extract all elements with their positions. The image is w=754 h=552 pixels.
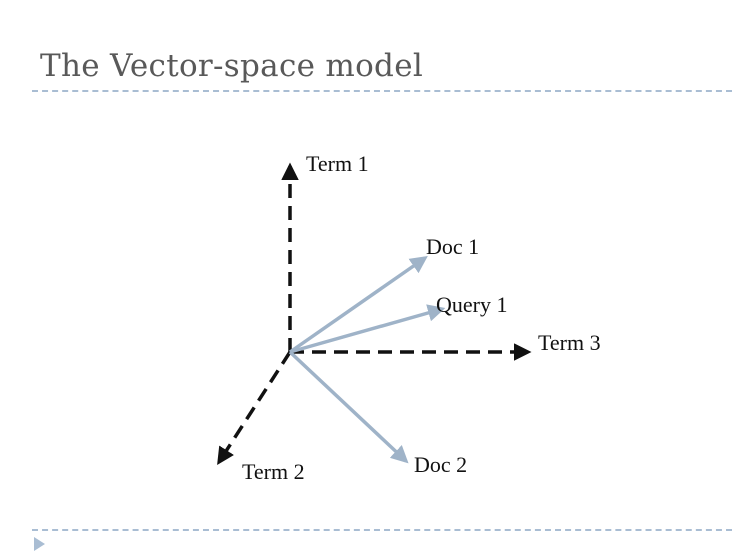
title-divider (32, 90, 732, 92)
doc1-vector (289, 256, 428, 354)
term2-axis (217, 351, 292, 465)
term2-label: Term 2 (242, 459, 305, 484)
query1-vector (289, 304, 446, 354)
term3-label: Term 3 (538, 330, 601, 355)
query1-label: Query 1 (436, 292, 507, 317)
slide-bullet-icon (34, 537, 45, 551)
doc1-label: Doc 1 (426, 234, 479, 259)
term1-label: Term 1 (306, 151, 369, 176)
doc2-vector (288, 350, 409, 464)
doc2-label: Doc 2 (414, 452, 467, 477)
page-title: The Vector-space model (40, 48, 424, 84)
footer-divider (32, 529, 732, 531)
